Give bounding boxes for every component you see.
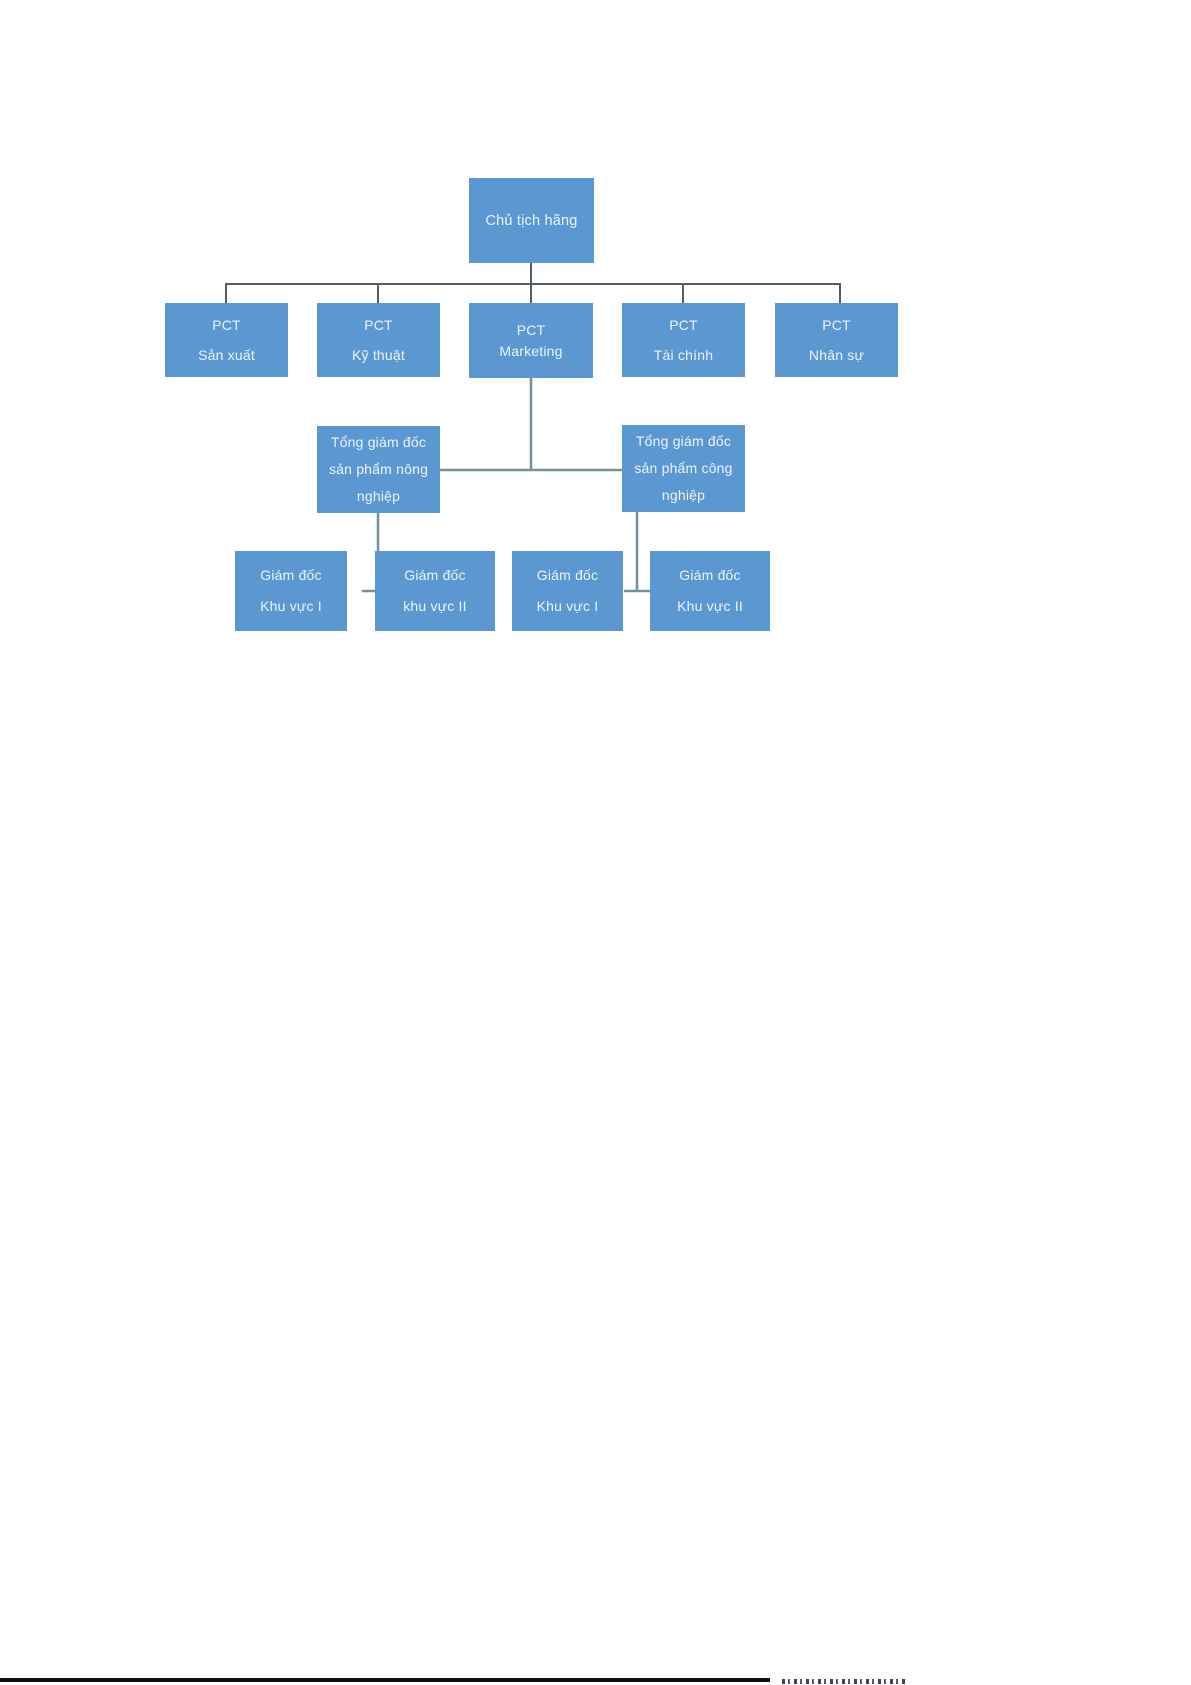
org-node-gd-khu-vuc-1-nong: Giám đốc Khu vực I [235,551,347,631]
org-node-tgd-nong-nghiep: Tổng giám đốc sản phẩm nông nghiệp [317,426,440,513]
org-node-chu-tich-hang: Chủ tịch hãng [469,178,594,263]
org-node-pct-tai-chinh: PCT Tài chính [622,303,745,377]
org-node-pct-nhan-su: PCT Nhân sự [775,303,898,377]
org-node-tgd-cong-nghiep: Tổng giám đốc sản phẩm công nghiệp [622,425,745,512]
org-node-pct-ky-thuat: PCT Kỹ thuật [317,303,440,377]
org-node-gd-khu-vuc-1-cong: Giám đốc Khu vực I [512,551,623,631]
footer-text-fragment [782,1679,908,1684]
footer-divider [0,1678,770,1682]
org-node-pct-marketing: PCT Marketing [469,303,593,378]
org-node-gd-khu-vuc-2-cong: Giám đốc Khu vực II [650,551,770,631]
org-node-pct-san-xuat: PCT Sản xuất [165,303,288,377]
org-node-gd-khu-vuc-2-nong: Giám đốc khu vực II [375,551,495,631]
